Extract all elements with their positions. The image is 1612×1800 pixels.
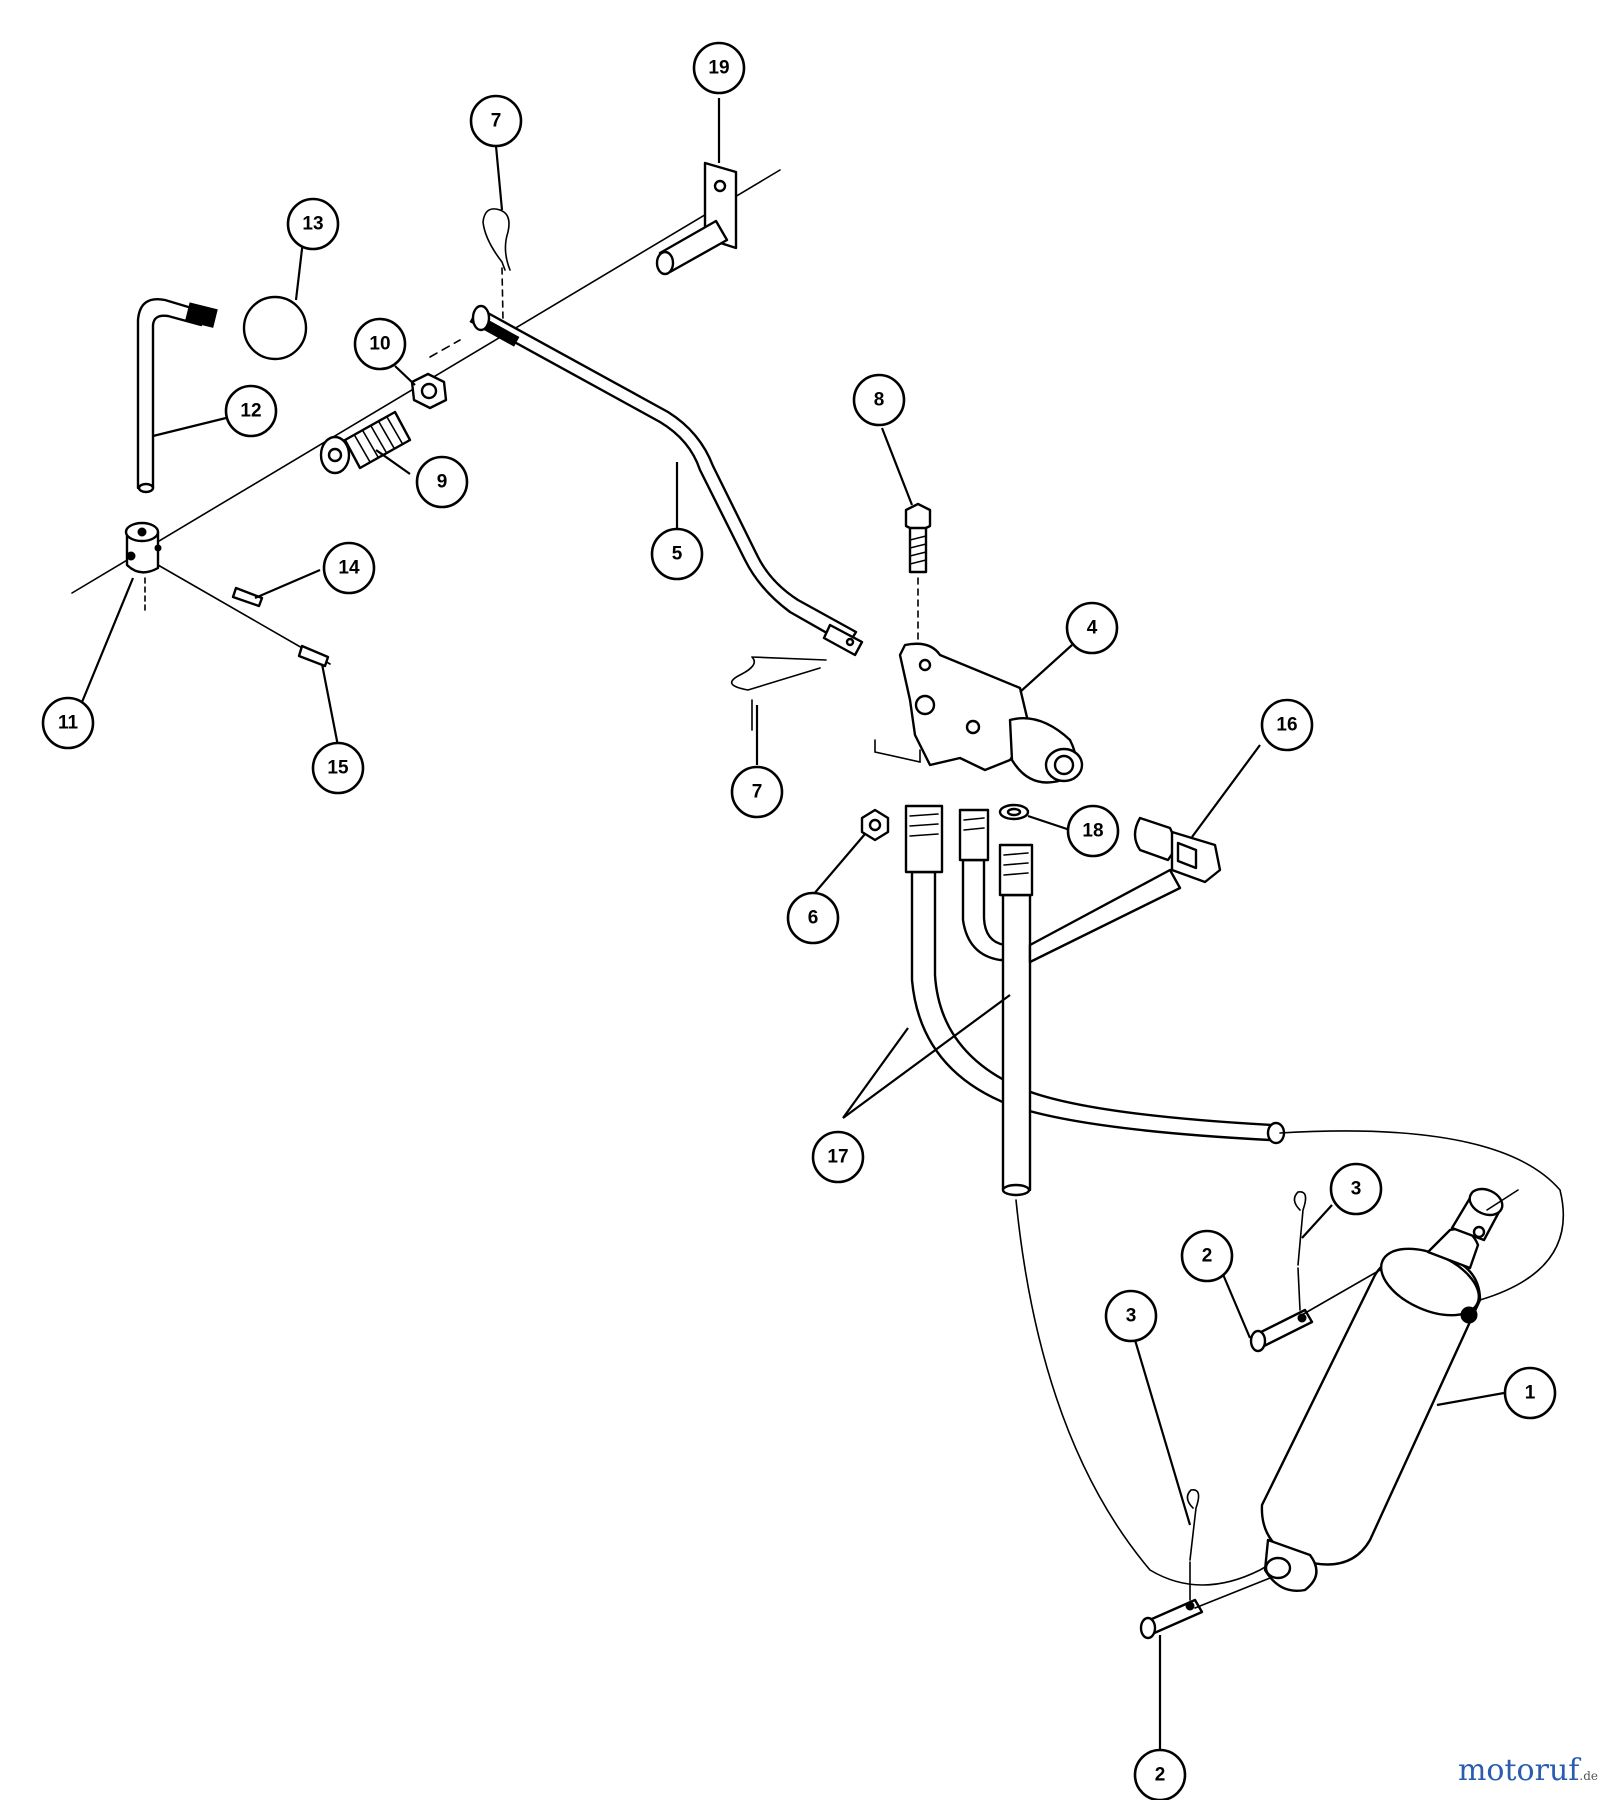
- callout-7-upper: 7: [469, 94, 523, 148]
- parts-drawing: [71, 161, 1565, 1640]
- callout-17: 17: [811, 1130, 865, 1184]
- svg-text:18: 18: [1082, 821, 1103, 842]
- part-3-lower-cotter-pin: [1186, 1489, 1200, 1601]
- callout-19: 19: [692, 41, 746, 95]
- part-3-upper-cotter-pin: [1293, 1191, 1307, 1311]
- svg-text:15: 15: [327, 758, 349, 779]
- callout-15: 15: [311, 741, 365, 795]
- part-6-nut: [860, 808, 890, 842]
- svg-text:5: 5: [672, 544, 683, 565]
- watermark: motoruf.de: [1458, 1753, 1598, 1788]
- part-11-pivot-block: [124, 521, 162, 611]
- part-10-hex-nut: [410, 372, 448, 410]
- callout-12: 12: [224, 384, 278, 438]
- svg-text:3: 3: [1351, 1179, 1362, 1200]
- part-17-hoses: [904, 804, 1286, 1197]
- svg-text:7: 7: [491, 111, 502, 132]
- part-15-pin: [297, 644, 330, 668]
- callout-2-upper: 2: [1180, 1229, 1234, 1283]
- svg-text:9: 9: [437, 472, 448, 493]
- callout-2-lower: 2: [1133, 1748, 1187, 1800]
- upper-return-curve: [1279, 1130, 1565, 1301]
- callout-1: 1: [1503, 1366, 1557, 1420]
- part-4-valve-body: [874, 642, 1084, 784]
- callout-13: 13: [286, 197, 340, 251]
- svg-text:7: 7: [752, 782, 763, 803]
- callout-leaders: [78, 98, 1505, 1752]
- callout-14: 14: [322, 541, 376, 595]
- svg-text:2: 2: [1155, 1765, 1166, 1786]
- svg-text:1: 1: [1525, 1383, 1536, 1404]
- callout-3-upper: 3: [1329, 1162, 1383, 1216]
- svg-text:8: 8: [874, 390, 885, 411]
- callout-7-lower: 7: [730, 765, 784, 819]
- callout-5: 5: [650, 527, 704, 581]
- svg-text:17: 17: [827, 1147, 848, 1168]
- callout-11: 11: [41, 696, 95, 750]
- part-9-threaded-bushing: [319, 410, 412, 475]
- callout-10: 10: [353, 317, 407, 371]
- callout-6: 6: [786, 891, 840, 945]
- part-19-mounting-bracket: [655, 161, 738, 276]
- axis-dash: [429, 339, 461, 358]
- svg-text:11: 11: [58, 713, 79, 734]
- watermark-tld: .de: [1579, 1769, 1598, 1783]
- svg-text:12: 12: [240, 401, 261, 422]
- part-18-washer: [998, 803, 1030, 821]
- svg-text:14: 14: [338, 558, 360, 579]
- callout-9: 9: [415, 455, 469, 509]
- part-12-handle-rod: [136, 298, 218, 494]
- part-2-upper-clevis-pin: [1249, 1269, 1381, 1353]
- part-16-elbow-fitting: [1133, 816, 1222, 884]
- svg-text:2: 2: [1202, 1246, 1213, 1267]
- callout-16: 16: [1260, 698, 1314, 752]
- watermark-brand: motoruf: [1457, 1753, 1580, 1788]
- svg-text:6: 6: [808, 908, 819, 929]
- part-2-lower-clevis-pin: [1139, 1577, 1271, 1640]
- callout-8: 8: [852, 373, 906, 427]
- svg-text:4: 4: [1087, 618, 1098, 639]
- svg-text:13: 13: [302, 214, 323, 235]
- svg-text:10: 10: [369, 334, 390, 355]
- callout-3-lower: 3: [1104, 1289, 1158, 1343]
- callout-18: 18: [1066, 804, 1120, 858]
- callout-4: 4: [1065, 601, 1119, 655]
- part-7-lower-hairpin-clip: [730, 656, 827, 731]
- part-5-lever-rod: [469, 304, 864, 657]
- part-13-knob: [242, 295, 308, 361]
- callout-bubbles: 1 2 2 3 3 4 5 6 7 7 8 9 10 11 12 13 14 1…: [41, 41, 1557, 1800]
- part-7-upper-hairpin-clip: [482, 208, 511, 321]
- svg-text:3: 3: [1126, 1306, 1137, 1327]
- svg-text:19: 19: [708, 58, 729, 79]
- svg-text:16: 16: [1276, 715, 1297, 736]
- part-1-hydraulic-cylinder: [1260, 1187, 1519, 1592]
- part-8-bolt: [904, 502, 932, 681]
